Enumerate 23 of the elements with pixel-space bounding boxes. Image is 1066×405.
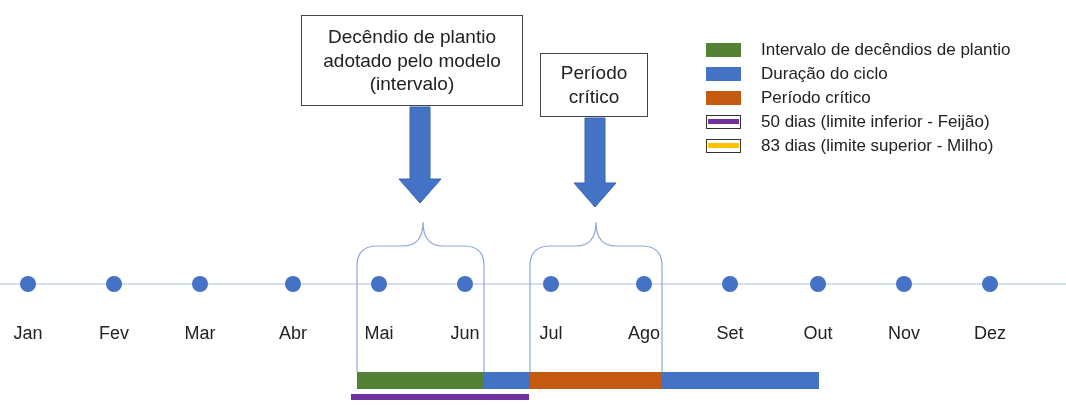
block-arrow — [398, 106, 442, 204]
month-label: Ago — [628, 324, 660, 342]
callout-box — [540, 53, 648, 117]
month-label: Mai — [364, 324, 394, 342]
month-label: Abr — [279, 324, 307, 342]
callout-text: Período crítico — [559, 61, 629, 109]
month-label: Dez — [974, 324, 1006, 342]
legend-text: Duração do ciclo — [761, 65, 888, 82]
legend-text: 83 dias (limite superior - Milho) — [761, 137, 994, 154]
month-label: Jan — [13, 324, 43, 342]
month-label: Fev — [99, 324, 129, 342]
callout-text: Decêndio de plantio adotado pelo modelo (intervalo) — [322, 24, 502, 97]
legend-text: 50 dias (limite inferior - Feijão) — [761, 113, 990, 130]
month-label: Out — [803, 324, 833, 342]
month-label: Nov — [888, 324, 920, 342]
month-label: Jun — [450, 324, 480, 342]
month-label: Set — [716, 324, 744, 342]
month-label: Jul — [539, 324, 563, 342]
legend-text: Intervalo de decêndios de plantio — [761, 41, 1011, 58]
block-arrow — [573, 117, 617, 208]
callout-box — [301, 15, 523, 106]
month-label: Mar — [184, 324, 216, 342]
legend-text: Período crítico — [761, 89, 871, 106]
